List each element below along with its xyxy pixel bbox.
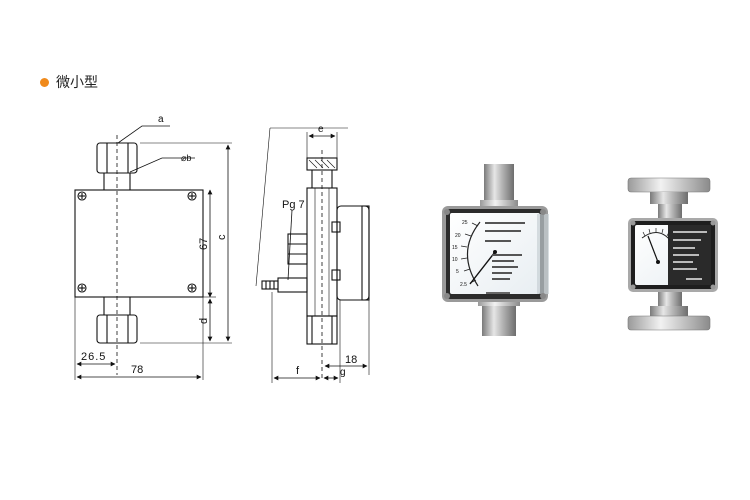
dim-78-label: 78	[131, 364, 143, 376]
scale-value-5: 5	[456, 269, 459, 275]
scale-value-3: 15	[452, 245, 458, 251]
scale-value-4: 10	[452, 257, 458, 263]
nameplate-lines-flanged	[673, 231, 707, 280]
label-e: e	[318, 124, 324, 135]
corner-screws	[77, 191, 197, 293]
front-view-drawing	[74, 125, 232, 380]
label-diameter-b: ⌀b	[181, 153, 191, 163]
front-view-labels: a ⌀b 67 c d 26.5 78	[81, 114, 228, 376]
label-a: a	[158, 114, 164, 125]
dim-26-5-label: 26.5	[81, 351, 106, 363]
dim-c-label: c	[216, 234, 228, 240]
bottom-fitting	[96, 314, 138, 344]
dim-g-label: g	[340, 367, 346, 378]
label-pg7: Pg 7	[282, 199, 305, 211]
bullet-dot-icon	[40, 77, 49, 87]
side-view-drawing	[255, 127, 370, 383]
dim-d-label: d	[198, 318, 210, 324]
flowmeter-photo-threaded: 25 20 15 10 5 2.5	[442, 164, 549, 336]
scale-value-2: 20	[455, 233, 461, 239]
dim-18-label: 18	[345, 354, 357, 366]
side-view-labels: e Pg 7 f g 18	[282, 124, 357, 378]
housing-box	[74, 189, 204, 298]
flowmeter-photo-flanged	[627, 177, 718, 331]
scale-value-1: 25	[462, 220, 468, 226]
section-title: 微小型	[56, 75, 98, 91]
scale-value-6: 2.5	[460, 282, 467, 288]
nameplate-lines	[485, 222, 525, 280]
dim-f-label: f	[296, 365, 300, 377]
dim-67-label: 67	[198, 238, 210, 250]
section-header: 微小型	[40, 72, 98, 92]
